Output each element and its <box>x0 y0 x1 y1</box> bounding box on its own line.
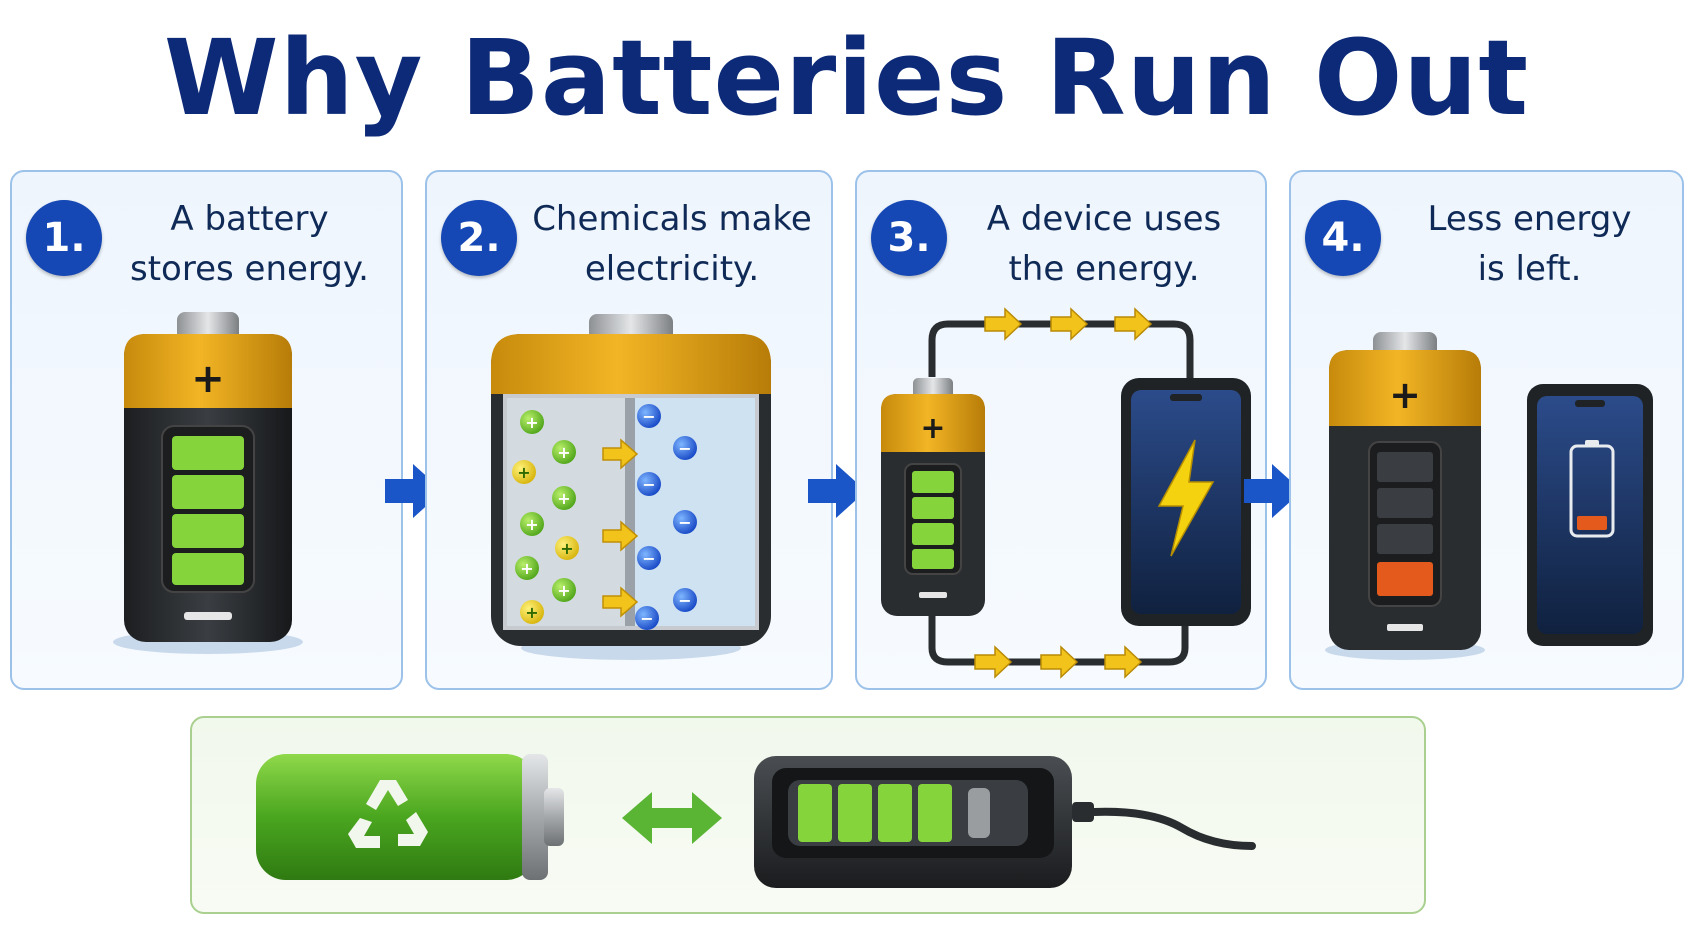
phone-charging-icon <box>1121 378 1251 626</box>
caption-line: is left. <box>1477 249 1582 289</box>
caption-line: electricity. <box>584 249 760 289</box>
svg-text:+: + <box>191 356 225 402</box>
svg-text:+: + <box>525 413 538 432</box>
svg-text:+: + <box>525 515 538 534</box>
recharge-illustration <box>256 754 1256 888</box>
battery-full-icon: + <box>113 312 303 654</box>
recycle-icon <box>348 780 428 848</box>
svg-text:−: − <box>678 513 691 532</box>
caption-line: the energy. <box>1008 249 1200 289</box>
svg-text:+: + <box>557 581 570 600</box>
svg-text:+: + <box>525 603 538 622</box>
step-panel-1: 1. A battery stores energy. + <box>10 170 403 690</box>
step-caption: Less energy is left. <box>1387 194 1672 294</box>
caption-line: A device uses <box>986 199 1222 239</box>
svg-text:+: + <box>557 489 570 508</box>
caption-line: A battery <box>170 199 329 239</box>
svg-text:−: − <box>640 609 653 628</box>
svg-text:+: + <box>1389 373 1421 417</box>
double-arrow-icon <box>622 792 722 844</box>
caption-line: Less energy <box>1427 199 1632 239</box>
step-number-badge: 4. <box>1305 200 1381 276</box>
svg-text:+: + <box>520 559 533 578</box>
caption-line: Chemicals make <box>532 199 812 239</box>
caption-line: stores energy. <box>130 249 369 289</box>
step-arrow-icon <box>1244 464 1302 518</box>
step-panel-2: 2. Chemicals make electricity. + + + + +… <box>425 170 833 690</box>
step-number-badge: 2. <box>441 200 517 276</box>
svg-text:−: − <box>678 591 691 610</box>
battery-cross-section-icon: + + + + + + + + + − − − − − − − <box>491 314 771 660</box>
svg-text:−: − <box>642 549 655 568</box>
step-caption: A battery stores energy. <box>108 194 391 294</box>
svg-text:+: + <box>517 463 530 482</box>
step-panel-4: 4. Less energy is left. + <box>1289 170 1684 690</box>
step-number-badge: 3. <box>871 200 947 276</box>
svg-text:−: − <box>642 475 655 494</box>
step-number-badge: 1. <box>26 200 102 276</box>
battery-charger-icon <box>754 756 1256 888</box>
svg-text:+: + <box>557 443 570 462</box>
page-title: Why Batteries Run Out <box>163 17 1530 139</box>
battery-low-icon: + <box>1325 332 1653 660</box>
rechargeable-battery-icon <box>256 754 564 880</box>
svg-text:−: − <box>678 439 691 458</box>
step-arrow-icon <box>385 464 443 518</box>
svg-text:+: + <box>920 411 945 446</box>
circuit-icon: + <box>881 307 1251 679</box>
step-panel-3: 3. A device uses the energy. + <box>855 170 1267 690</box>
step-caption: Chemicals make electricity. <box>523 194 821 294</box>
step-caption: A device uses the energy. <box>953 194 1255 294</box>
phone-low-battery-icon <box>1527 384 1653 646</box>
recharge-panel <box>190 716 1426 914</box>
step-arrow-icon <box>808 464 866 518</box>
svg-text:+: + <box>560 539 573 558</box>
svg-text:−: − <box>642 407 655 426</box>
